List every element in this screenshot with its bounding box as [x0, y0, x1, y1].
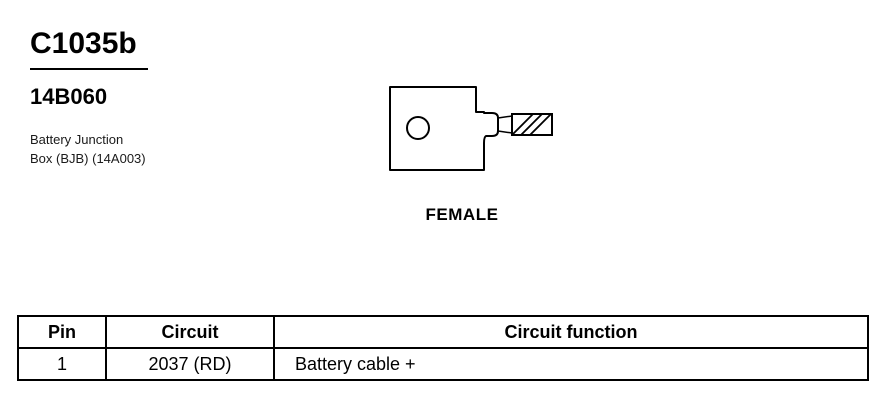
header-circuit: Circuit: [105, 315, 275, 349]
female-terminal-diagram: [389, 86, 553, 171]
header-circuit-function: Circuit function: [273, 315, 869, 349]
terminal-body: [389, 86, 499, 171]
description-line-1: Battery Junction: [30, 132, 124, 147]
header-pin: Pin: [17, 315, 107, 349]
table-row: 1 2037 (RD) Battery cable +: [17, 347, 869, 381]
description-line-2: Box (BJB) (14A003): [30, 151, 146, 166]
mounting-hole-icon: [406, 116, 430, 140]
cell-circuit-function: Battery cable +: [273, 347, 869, 381]
pin-table: Pin Circuit Circuit function 1 2037 (RD)…: [17, 315, 869, 381]
part-number: 14B060: [30, 84, 108, 109]
table-header-row: Pin Circuit Circuit function: [17, 315, 869, 349]
title-underline: [30, 68, 148, 70]
cell-pin: 1: [17, 347, 107, 381]
connector-description: Battery Junction Box (BJB) (14A003): [30, 130, 250, 168]
terminal-gender-label: FEMALE: [425, 205, 499, 224]
cell-circuit: 2037 (RD): [105, 347, 275, 381]
connector-id: C1035b: [30, 27, 137, 60]
